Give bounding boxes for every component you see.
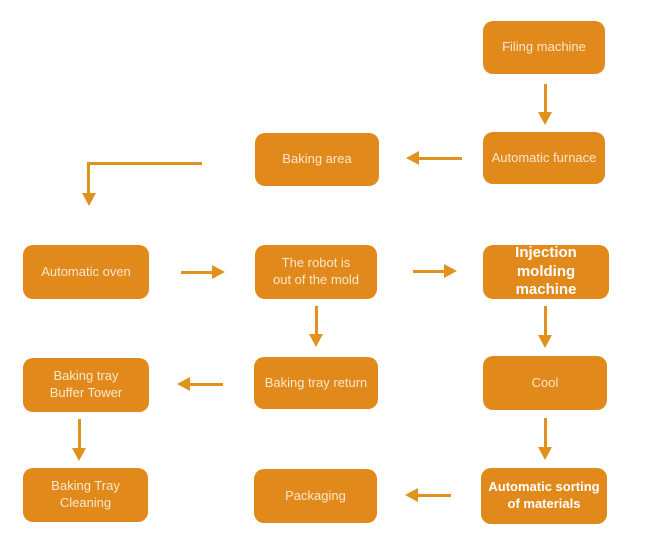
arrow-shaft — [181, 271, 212, 274]
node-cool: Cool — [483, 356, 607, 410]
arrow-shaft — [544, 306, 547, 335]
node-label: Baking tray Buffer Tower — [49, 368, 123, 400]
node-automatic-furnace: Automatic furnace — [483, 132, 605, 184]
arrow-shaft — [418, 494, 451, 497]
node-packaging: Packaging — [254, 469, 377, 523]
arrow-head — [309, 334, 323, 347]
arrow-head — [212, 265, 225, 279]
arrow-shaft — [78, 419, 81, 448]
node-label: Baking tray return — [264, 374, 368, 390]
node-baking-area: Baking area — [255, 133, 379, 186]
node-label: Injection molding machine — [515, 243, 577, 299]
node-label: Automatic oven — [41, 263, 131, 279]
arrow-head — [538, 335, 552, 348]
node-label: Automatic sorting of materials — [488, 479, 600, 511]
arrow-head — [72, 448, 86, 461]
node-automatic-sorting: Automatic sorting of materials — [481, 468, 607, 524]
arrow-head — [444, 264, 457, 278]
arrow-shaft — [544, 418, 547, 447]
arrow-head — [406, 151, 419, 165]
arrow-shaft — [190, 383, 223, 386]
node-label: The robot is out of the mold — [273, 255, 359, 287]
arrow-shaft — [413, 270, 444, 273]
arrow-shaft — [87, 162, 90, 193]
node-label: Baking area — [282, 151, 352, 167]
arrow-head — [538, 112, 552, 125]
arrow-shaft — [544, 84, 547, 112]
arrow-shaft — [315, 306, 318, 334]
arrow-shaft — [419, 157, 462, 160]
arrow-head — [405, 488, 418, 502]
arrow-head — [177, 377, 190, 391]
node-label: Cool — [531, 374, 559, 390]
node-automatic-oven: Automatic oven — [23, 245, 149, 299]
node-baking-tray-buffer-tower: Baking tray Buffer Tower — [23, 358, 149, 412]
node-label: Automatic furnace — [491, 149, 597, 165]
node-baking-tray-cleaning: Baking Tray Cleaning — [23, 468, 148, 522]
node-label: Baking Tray Cleaning — [51, 478, 120, 510]
node-filing-machine: Filing machine — [483, 21, 605, 74]
arrow-head — [538, 447, 552, 460]
node-label: Packaging — [285, 487, 346, 503]
node-injection-molding-machine: Injection molding machine — [483, 243, 609, 299]
node-label: Filing machine — [502, 39, 586, 55]
node-baking-tray-return: Baking tray return — [254, 357, 378, 409]
node-robot-out-of-mold: The robot is out of the mold — [255, 245, 377, 299]
connector-horizontal-line — [87, 162, 202, 165]
arrow-head — [82, 193, 96, 206]
